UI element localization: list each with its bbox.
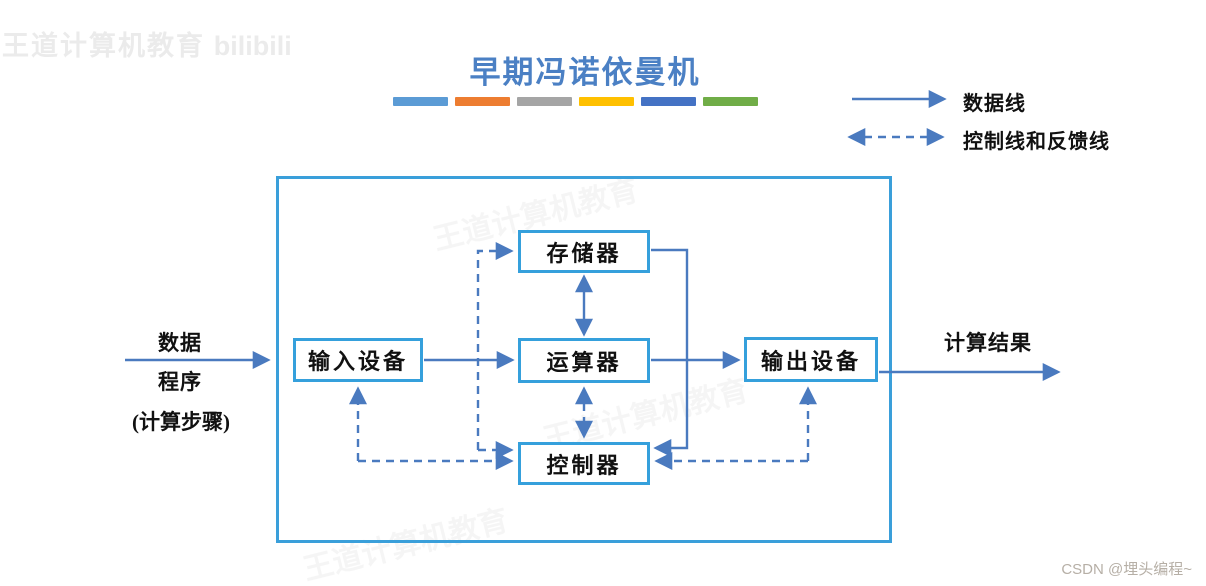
watermark-wangdao: 王道计算机教育 bilibili	[2, 24, 292, 63]
input-label-data: 数据	[158, 331, 202, 355]
accent-bar	[703, 97, 758, 106]
legend-control-line-label: 控制线和反馈线	[963, 131, 1110, 153]
input-label-steps: (计算步骤)	[132, 410, 230, 434]
accent-bar	[579, 97, 634, 106]
machine-outer-frame	[276, 176, 892, 543]
accent-bar	[517, 97, 572, 106]
node-input-device: 输入设备	[293, 338, 423, 382]
node-alu: 运算器	[518, 338, 650, 383]
accent-bars	[393, 97, 773, 106]
page-title: 早期冯诺依曼机	[469, 55, 701, 90]
accent-bar	[393, 97, 448, 106]
node-memory: 存储器	[518, 230, 650, 273]
accent-bar	[455, 97, 510, 106]
watermark-wangdao-text: 王道计算机教育	[2, 31, 205, 61]
input-label-program: 程序	[158, 370, 202, 394]
output-result-label: 计算结果	[944, 331, 1032, 355]
csdn-watermark: CSDN @埋头编程~	[1061, 561, 1192, 578]
node-output-device: 输出设备	[744, 337, 878, 382]
bilibili-logo: bilibili	[213, 31, 292, 61]
node-controller: 控制器	[518, 442, 650, 485]
accent-bar	[641, 97, 696, 106]
legend-data-line-label: 数据线	[963, 93, 1026, 115]
